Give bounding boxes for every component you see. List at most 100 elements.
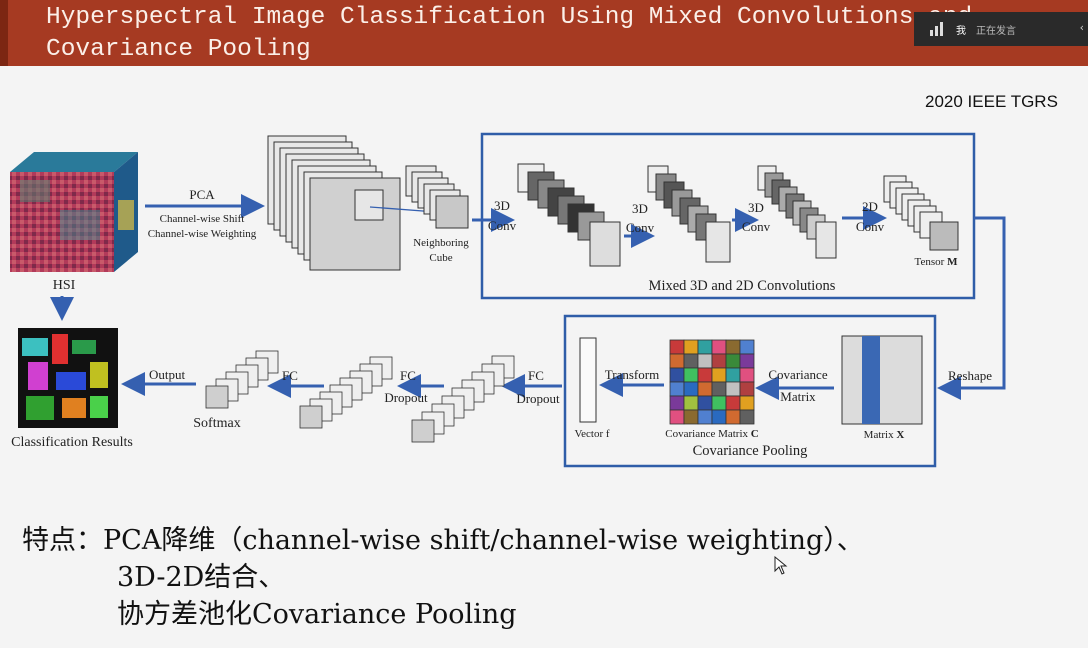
- cov-cell: [683, 353, 699, 369]
- pca-label: PCA: [189, 187, 215, 202]
- conv2-conv-label: Conv: [626, 220, 655, 235]
- mouse-cursor-icon: [774, 556, 788, 575]
- tensor-label-m: M: [947, 256, 958, 268]
- cov-cell: [711, 395, 727, 411]
- cov-cell: [739, 367, 755, 383]
- conv1-conv-label: Conv: [488, 218, 517, 233]
- dropout-label-1: Dropout: [516, 391, 560, 406]
- cov-cell: [711, 353, 727, 369]
- neighboring-label: Neighboring: [413, 237, 469, 249]
- fc-stack-1: [411, 355, 515, 443]
- weighting-label: Channel-wise Weighting: [148, 228, 257, 240]
- neighboring-cube: [405, 165, 469, 229]
- conv-block-1: [517, 163, 621, 267]
- cov-cell: [683, 381, 699, 397]
- cov-cell: [669, 409, 685, 425]
- cov-cell: [697, 367, 713, 383]
- conv3-conv-label: Conv: [742, 219, 771, 234]
- dropout-label-2: Dropout: [384, 390, 428, 405]
- cov-cell: [725, 409, 741, 425]
- cov-cell: [739, 381, 755, 397]
- output-label: Output: [149, 367, 186, 382]
- cov-cell: [683, 367, 699, 383]
- mixed-conv-box: [480, 132, 976, 300]
- fc-layer: [411, 419, 435, 443]
- cov-cell: [725, 395, 741, 411]
- cov-cell: [725, 339, 741, 355]
- matrix-x: [841, 335, 923, 425]
- conv4-2d-label: 2D: [862, 199, 878, 214]
- cov-cell: [739, 409, 755, 425]
- cube-label: Cube: [429, 252, 452, 264]
- cov-cell: [697, 409, 713, 425]
- cov-cell: [669, 381, 685, 397]
- vector-f: [579, 337, 597, 423]
- cov-cell: [725, 367, 741, 383]
- cov-cell: [725, 353, 741, 369]
- conv4-conv-label: Conv: [856, 219, 885, 234]
- speaking-status: 正在发言: [976, 26, 1016, 37]
- mixed-conv-label: Mixed 3D and 2D Convolutions: [649, 278, 836, 294]
- cov-cell: [725, 381, 741, 397]
- cov-cell: [669, 339, 685, 355]
- cov-cell: [683, 409, 699, 425]
- cov-cell: [739, 353, 755, 369]
- softmax-label: Softmax: [193, 416, 240, 431]
- fc-label-1: FC: [528, 368, 544, 383]
- cov-cell: [711, 367, 727, 383]
- cov-cell: [669, 353, 685, 369]
- cov-pooling-label: Covariance Pooling: [693, 443, 808, 459]
- fc-layer: [299, 405, 323, 429]
- pca-output-stack: [267, 135, 401, 271]
- publication-venue: 2020 IEEE TGRS: [925, 92, 1058, 111]
- speaker-overlay[interactable]: 我 正在发言 ‹: [914, 12, 1088, 46]
- cov-cell: [683, 395, 699, 411]
- expand-chevron-icon[interactable]: ‹: [1079, 21, 1084, 34]
- tensor-label: Tensor M: [915, 256, 959, 268]
- softmax-stack: [205, 350, 279, 409]
- cov-cell: [697, 353, 713, 369]
- fc-layer: [205, 385, 229, 409]
- hsi-cube: [10, 152, 138, 272]
- fc-stack-2: [299, 356, 393, 429]
- conv3-3d-label: 3D: [748, 200, 764, 215]
- cov-matrix-c-bold: C: [751, 428, 759, 440]
- conv1-3d-label: 3D: [494, 198, 510, 213]
- speaker-name: 我: [956, 26, 966, 37]
- notes-text: 特点：PCA降维（channel-wise shift/channel-wise…: [22, 522, 864, 633]
- cov-cell: [683, 339, 699, 355]
- covariance-label: Covariance: [768, 367, 827, 382]
- transform-label: Transform: [605, 367, 659, 382]
- vector-f-label: Vector f: [574, 428, 609, 440]
- conv-block-3: [757, 165, 837, 259]
- notes-line-1: 特点：PCA降维（channel-wise shift/channel-wise…: [22, 525, 864, 556]
- fc-label-3: FC: [282, 368, 298, 383]
- notes-line-3: 协方差池化Covariance Pooling: [117, 599, 517, 630]
- cov-cell: [711, 381, 727, 397]
- cov-cell: [669, 367, 685, 383]
- conv-block-2: [647, 165, 731, 263]
- matrix-label: Matrix: [780, 389, 816, 404]
- tensor-m-stack: [883, 175, 959, 251]
- cov-cell: [739, 339, 755, 355]
- fc-label-2: FC: [400, 368, 416, 383]
- cov-cell: [669, 395, 685, 411]
- audio-bars-icon: [930, 22, 946, 36]
- matrix-x-bold: X: [896, 429, 904, 441]
- matrix-x-label: Matrix X: [864, 429, 905, 441]
- header-accent: [0, 0, 8, 66]
- cov-cell: [711, 339, 727, 355]
- reshape-connector: [937, 216, 1006, 400]
- matrix-x-text: Matrix: [864, 429, 897, 441]
- conv2-3d-label: 3D: [632, 201, 648, 216]
- cov-cell: [697, 395, 713, 411]
- cov-cell: [739, 395, 755, 411]
- cov-cell: [697, 381, 713, 397]
- notes-line-2: 3D-2D结合、: [117, 562, 286, 593]
- classification-label: Classification Results: [11, 435, 133, 450]
- covariance-matrix-c: [669, 339, 755, 425]
- title-line-2: Covariance Pooling: [46, 36, 311, 63]
- covariance-pooling-box: [563, 314, 937, 468]
- cov-cell: [697, 339, 713, 355]
